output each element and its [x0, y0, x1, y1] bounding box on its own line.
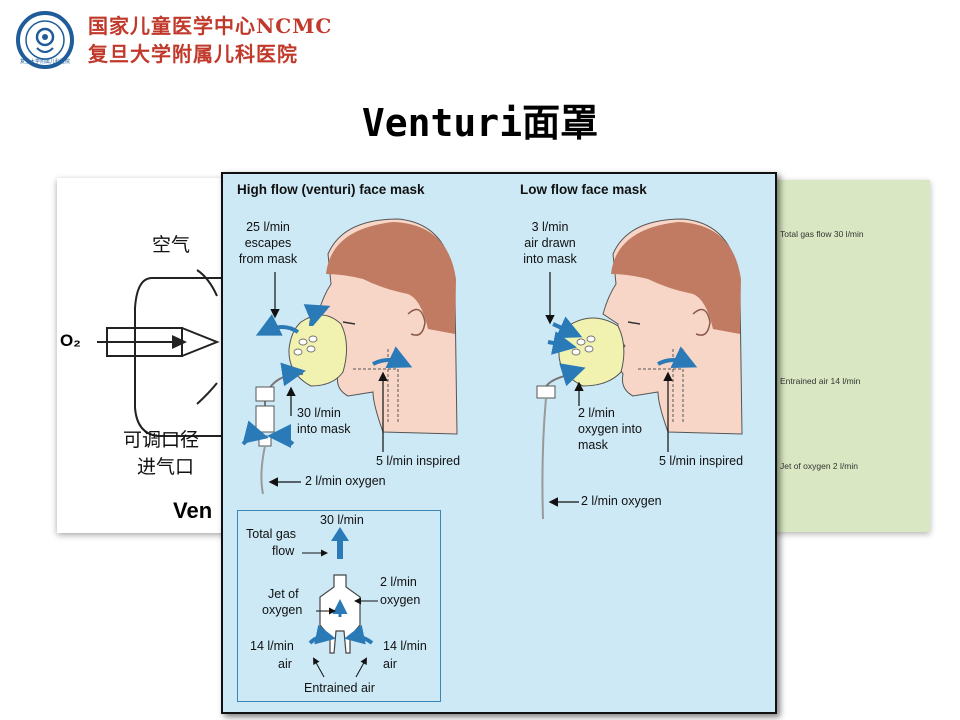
high-flow-head: [288, 218, 458, 435]
into-mask-line-1: 30 l/min: [297, 406, 341, 420]
total-gas-flow-label: Total gas flow 30 l/min: [780, 229, 864, 239]
left-caption: Ven: [173, 498, 213, 523]
high-flow-inspired: 5 l/min inspired: [376, 454, 461, 468]
inset-top-flow: 30 l/min: [320, 513, 364, 527]
venturi-inset: 30 l/min Total gas flow Jet of oxygen 2 …: [237, 510, 441, 702]
inset-left-air-1: 14 l/min: [250, 639, 294, 653]
low-flow-head: [558, 218, 743, 435]
inset-total-gas: Total gas: [246, 527, 297, 541]
low-flow-title: Low flow face mask: [520, 182, 647, 197]
high-flow-tubing: [255, 373, 304, 495]
air-drawn-line-1: 3 l/min: [531, 220, 569, 234]
jet-of-oxygen-label: Jet of oxygen 2 l/min: [780, 461, 858, 471]
oxygen-into-line-3: mask: [578, 438, 608, 452]
into-mask-line-2: into mask: [297, 422, 351, 436]
inset-o2-flow-2: oxygen: [380, 593, 421, 607]
o2-label: O₂: [60, 331, 81, 350]
air-label: 空气: [152, 234, 191, 256]
inset-right-air-1: 14 l/min: [383, 639, 427, 653]
air-drawn-line-3: into mask: [523, 252, 577, 266]
inset-left-air-2: air: [278, 657, 292, 671]
entrained-air-label: Entrained air 14 l/min: [780, 376, 861, 386]
inset-oxygen: oxygen: [262, 603, 303, 617]
hospital-logo: [16, 11, 74, 69]
escapes-line-3: from mask: [238, 252, 298, 266]
high-flow-title: High flow (venturi) face mask: [237, 182, 425, 197]
face-mask-illustration: [241, 218, 743, 520]
low-flow-oxygen: 2 l/min oxygen: [581, 494, 662, 508]
high-flow-oxygen: 2 l/min oxygen: [305, 474, 386, 488]
oxygen-into-line-1: 2 l/min: [578, 406, 615, 420]
inset-flow: flow: [272, 544, 295, 558]
logo-caption: 复旦大学附属儿科医院: [19, 59, 70, 65]
inset-jet-of: Jet of: [268, 587, 299, 601]
inset-o2-flow-1: 2 l/min: [380, 575, 417, 589]
venturi-inset-diagram: [302, 527, 378, 678]
low-flow-inspired: 5 l/min inspired: [659, 454, 744, 468]
port-label-1: 可调口径: [123, 429, 200, 451]
air-drawn-line-2: air drawn: [524, 236, 576, 250]
slide-title: Venturi面罩: [361, 101, 599, 145]
oxygen-into-line-2: oxygen into: [578, 422, 642, 436]
venturi-schematic: [97, 269, 238, 437]
header-line-2: 复旦大学附属儿科医院: [88, 42, 298, 66]
port-label-2: 进气口: [137, 456, 195, 478]
escapes-line-1: 25 l/min: [246, 220, 290, 234]
inset-entrained: Entrained air: [304, 681, 375, 695]
escapes-line-2: escapes: [244, 236, 292, 250]
inset-right-air-2: air: [383, 657, 397, 671]
header-line-1: 国家儿童医学中心NCMC: [88, 14, 333, 38]
face-mask-figure: High flow (venturi) face mask 25 l/min e…: [221, 172, 777, 714]
